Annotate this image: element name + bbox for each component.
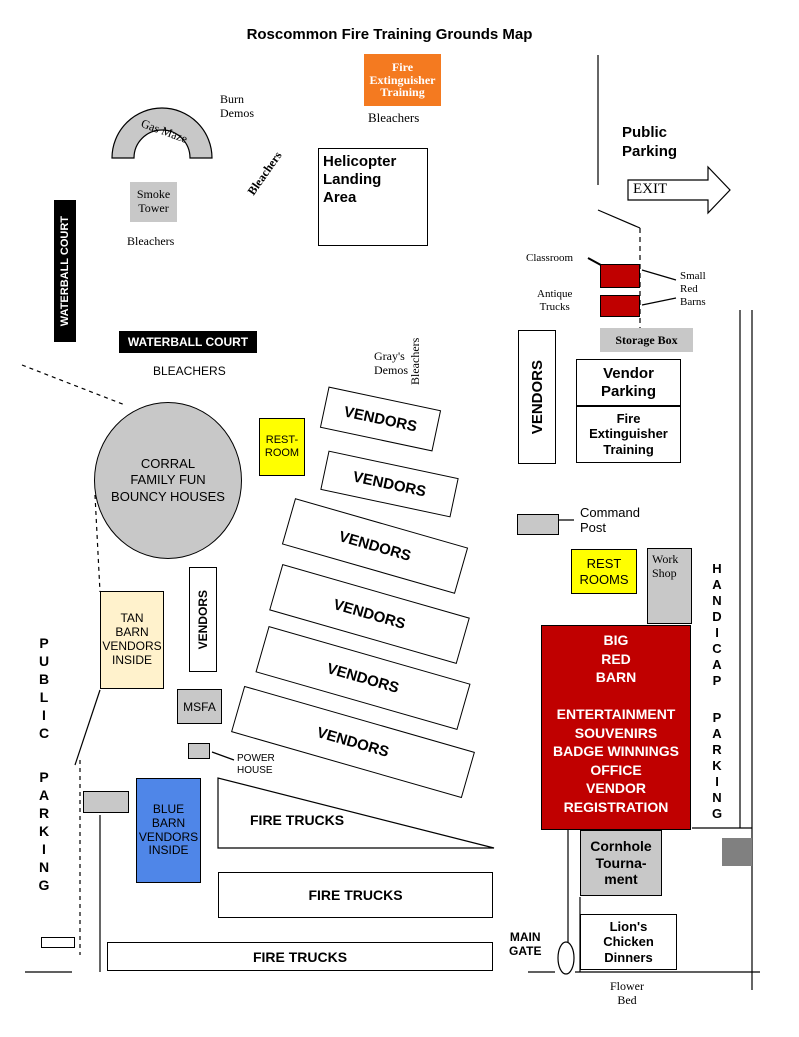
small-red-barns-label: Small Red Barns bbox=[680, 270, 706, 309]
fire-trucks-1: FIRE TRUCKS bbox=[250, 812, 345, 828]
vendor-parking: Vendor Parking bbox=[576, 359, 681, 407]
power-house-label: POWER HOUSE bbox=[237, 753, 275, 776]
big-red-barn-line: BADGE WINNINGS bbox=[553, 743, 679, 759]
helicopter-landing-area: Helicopter Landing Area bbox=[318, 148, 428, 246]
blue-barn: BLUE BARN VENDORS INSIDE bbox=[136, 778, 201, 883]
bleachers-top: Bleachers bbox=[368, 110, 420, 125]
big-red-barn-line: BIG bbox=[603, 632, 629, 648]
big-red-barn-line: BARN bbox=[595, 669, 637, 685]
big-red-barn-line: OFFICE bbox=[590, 761, 642, 778]
big-red-barn-line: VENDOR bbox=[586, 780, 646, 796]
vendors-right-vertical: VENDORS bbox=[518, 330, 556, 464]
classroom-label: Classroom bbox=[526, 252, 574, 264]
small-red-barn-2 bbox=[600, 295, 640, 317]
vendors-right-vertical-label: VENDORS bbox=[528, 359, 546, 435]
big-red-barn-line: SOUVENIRS bbox=[574, 724, 658, 741]
command-post-box bbox=[517, 514, 559, 535]
big-red-barn-line bbox=[542, 687, 690, 706]
rest-rooms-right: REST ROOMS bbox=[571, 549, 637, 594]
left-grey-box bbox=[83, 791, 129, 813]
small-red-barn-1 bbox=[600, 264, 640, 288]
waterball-court-vertical-label: WATERBALL COURT bbox=[59, 215, 71, 327]
main-gate: MAIN GATE bbox=[509, 930, 542, 959]
vendors-left-vertical: VENDORS bbox=[189, 567, 217, 672]
big-red-barn-line: RED bbox=[601, 650, 631, 667]
bleachers-vertical-center: Bleachers bbox=[408, 337, 422, 385]
public-parking-top: Public Parking bbox=[622, 124, 678, 160]
lions-chicken-dinners: Lion's Chicken Dinners bbox=[580, 914, 677, 970]
fire-trucks-3: FIRE TRUCKS bbox=[107, 942, 493, 971]
big-red-barn: BIG RED BARN ENTERTAINMENT SOUVENIRS BADGE W… bbox=[541, 625, 691, 830]
exit-arrow-label: EXIT bbox=[633, 181, 668, 197]
rest-room-left: REST- ROOM bbox=[259, 418, 305, 476]
big-red-barn-line: ENTERTAINMENT bbox=[556, 706, 676, 722]
flower-bed: Flower Bed bbox=[610, 979, 644, 1007]
smoke-tower: Smoke Tower bbox=[130, 182, 177, 222]
fire-extinguisher-training-right: Fire Extinguisher Training bbox=[576, 405, 681, 463]
msfa: MSFA bbox=[177, 689, 222, 724]
handicap-parking-spot bbox=[722, 838, 752, 866]
command-post-label: Command Post bbox=[580, 505, 640, 535]
left-small-box bbox=[41, 937, 75, 948]
bleachers-caps: BLEACHERS bbox=[153, 364, 226, 378]
corral-bouncy-houses: CORRAL FAMILY FUN BOUNCY HOUSES bbox=[94, 402, 242, 559]
antique-trucks-label: Antique Trucks bbox=[537, 288, 573, 314]
work-shop: Work Shop bbox=[647, 548, 692, 624]
big-red-barn-line: REGISTRATION bbox=[563, 798, 669, 815]
big-red-barn-text: BIG RED BARN ENTERTAINMENT SOUVENIRS BADGE W… bbox=[542, 626, 690, 816]
map-title: Roscommon Fire Training Grounds Map bbox=[246, 26, 533, 43]
fire-extinguisher-training-top: Fire Extinguisher Training bbox=[364, 54, 441, 106]
grays-demos: Gray's Demos bbox=[374, 349, 408, 377]
fire-trucks-2: FIRE TRUCKS bbox=[218, 872, 493, 918]
burn-demos: Burn Demos bbox=[220, 92, 254, 121]
waterball-court: WATERBALL COURT bbox=[119, 331, 257, 353]
tan-barn: TAN BARN VENDORS INSIDE bbox=[100, 591, 164, 689]
waterball-court-vertical: WATERBALL COURT bbox=[54, 200, 76, 342]
power-house-box bbox=[188, 743, 210, 759]
cornhole-tournament: Cornhole Tourna- ment bbox=[580, 830, 662, 896]
storage-box: Storage Box bbox=[600, 328, 693, 352]
vendors-left-vertical-label: VENDORS bbox=[196, 589, 210, 650]
bleachers-left: Bleachers bbox=[127, 234, 175, 248]
